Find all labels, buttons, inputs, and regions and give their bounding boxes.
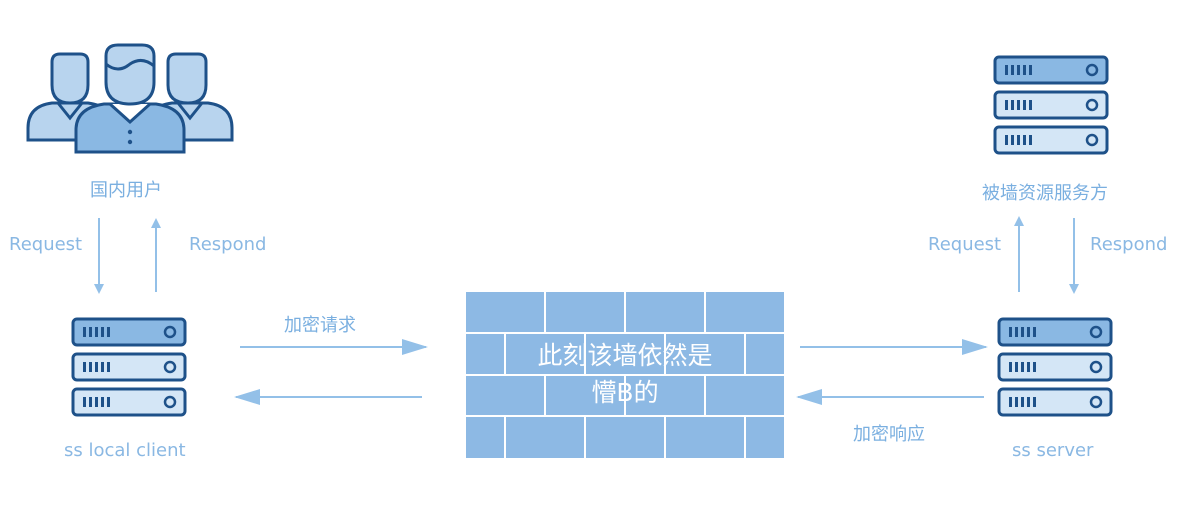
wall-caption-line2: 懵B的 <box>591 378 659 407</box>
right-request-label: Request <box>928 234 1002 255</box>
right-respond-label: Respond <box>1090 234 1168 255</box>
users-group-icon <box>26 43 234 154</box>
left-respond-label: Respond <box>189 234 267 255</box>
left-request-label: Request <box>9 234 83 255</box>
firewall-wall <box>466 292 784 458</box>
encrypted-response-label: 加密响应 <box>853 424 925 445</box>
ss-server-icon <box>997 317 1113 417</box>
blocked-service-server-icon <box>993 55 1109 155</box>
wall-caption: 此刻该墙依然是 懵B的 <box>466 337 784 411</box>
wall-caption-line1: 此刻该墙依然是 <box>537 341 713 370</box>
local-client-label: ss local client <box>64 440 186 461</box>
user-center-icon <box>74 43 186 154</box>
blocked-service-label: 被墙资源服务方 <box>982 183 1108 204</box>
ss-server-label: ss server <box>1012 440 1094 461</box>
local-client-server-icon <box>71 317 187 417</box>
encrypted-request-label: 加密请求 <box>284 315 356 336</box>
domestic-users-label: 国内用户 <box>90 180 162 201</box>
